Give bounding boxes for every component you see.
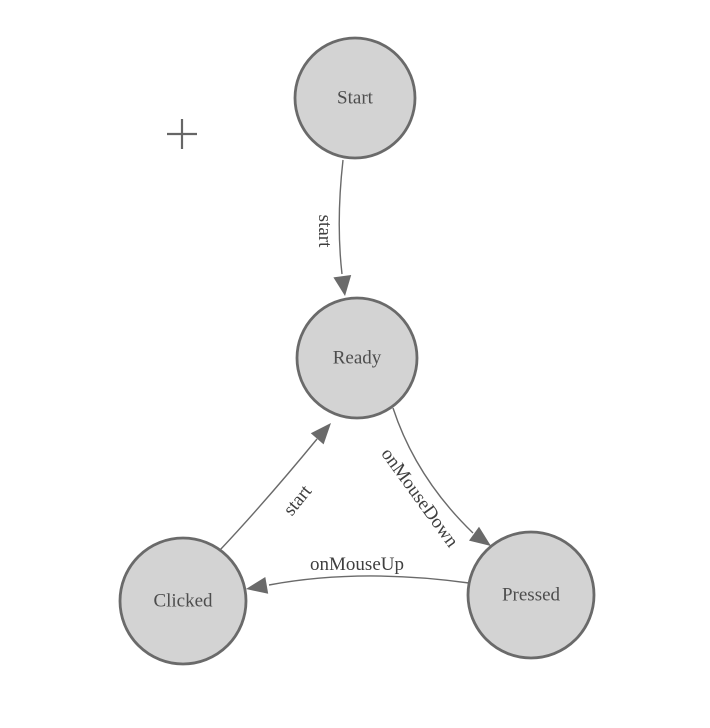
transition-label: start: [314, 215, 335, 248]
arrowhead-icon: [469, 526, 491, 546]
state-node-label: Clicked: [153, 591, 213, 612]
state-circle[interactable]: [118, 536, 248, 666]
state-node-label: Start: [337, 88, 374, 109]
crosshair-cursor: [167, 119, 197, 149]
transition-path[interactable]: [219, 438, 318, 551]
state-node-ready[interactable]: Ready: [295, 296, 419, 420]
transition-path[interactable]: [338, 159, 344, 275]
transition-pressed-to-clicked[interactable]: onMouseUp: [246, 554, 470, 594]
state-node-label: Ready: [333, 348, 382, 369]
state-node-pressed[interactable]: Pressed: [466, 530, 596, 660]
state-node-label: Pressed: [502, 585, 561, 606]
transition-start-to-ready[interactable]: start: [314, 159, 352, 296]
transition-label: onMouseUp: [310, 554, 404, 575]
transition-ready-to-pressed[interactable]: onMouseDown: [377, 407, 491, 552]
transition-label: start: [279, 481, 316, 520]
transition-label: onMouseDown: [377, 444, 463, 552]
arrowhead-icon: [310, 423, 331, 445]
state-circle[interactable]: [466, 530, 596, 660]
transition-path[interactable]: [268, 575, 470, 586]
transition-clicked-to-ready[interactable]: start: [219, 423, 331, 551]
arrowhead-icon: [246, 577, 269, 594]
state-circle[interactable]: [293, 36, 417, 160]
state-node-clicked[interactable]: Clicked: [118, 536, 248, 666]
arrowhead-icon: [333, 275, 352, 296]
transition-path[interactable]: [392, 407, 474, 534]
state-circle[interactable]: [295, 296, 419, 420]
state-node-start[interactable]: Start: [293, 36, 417, 160]
